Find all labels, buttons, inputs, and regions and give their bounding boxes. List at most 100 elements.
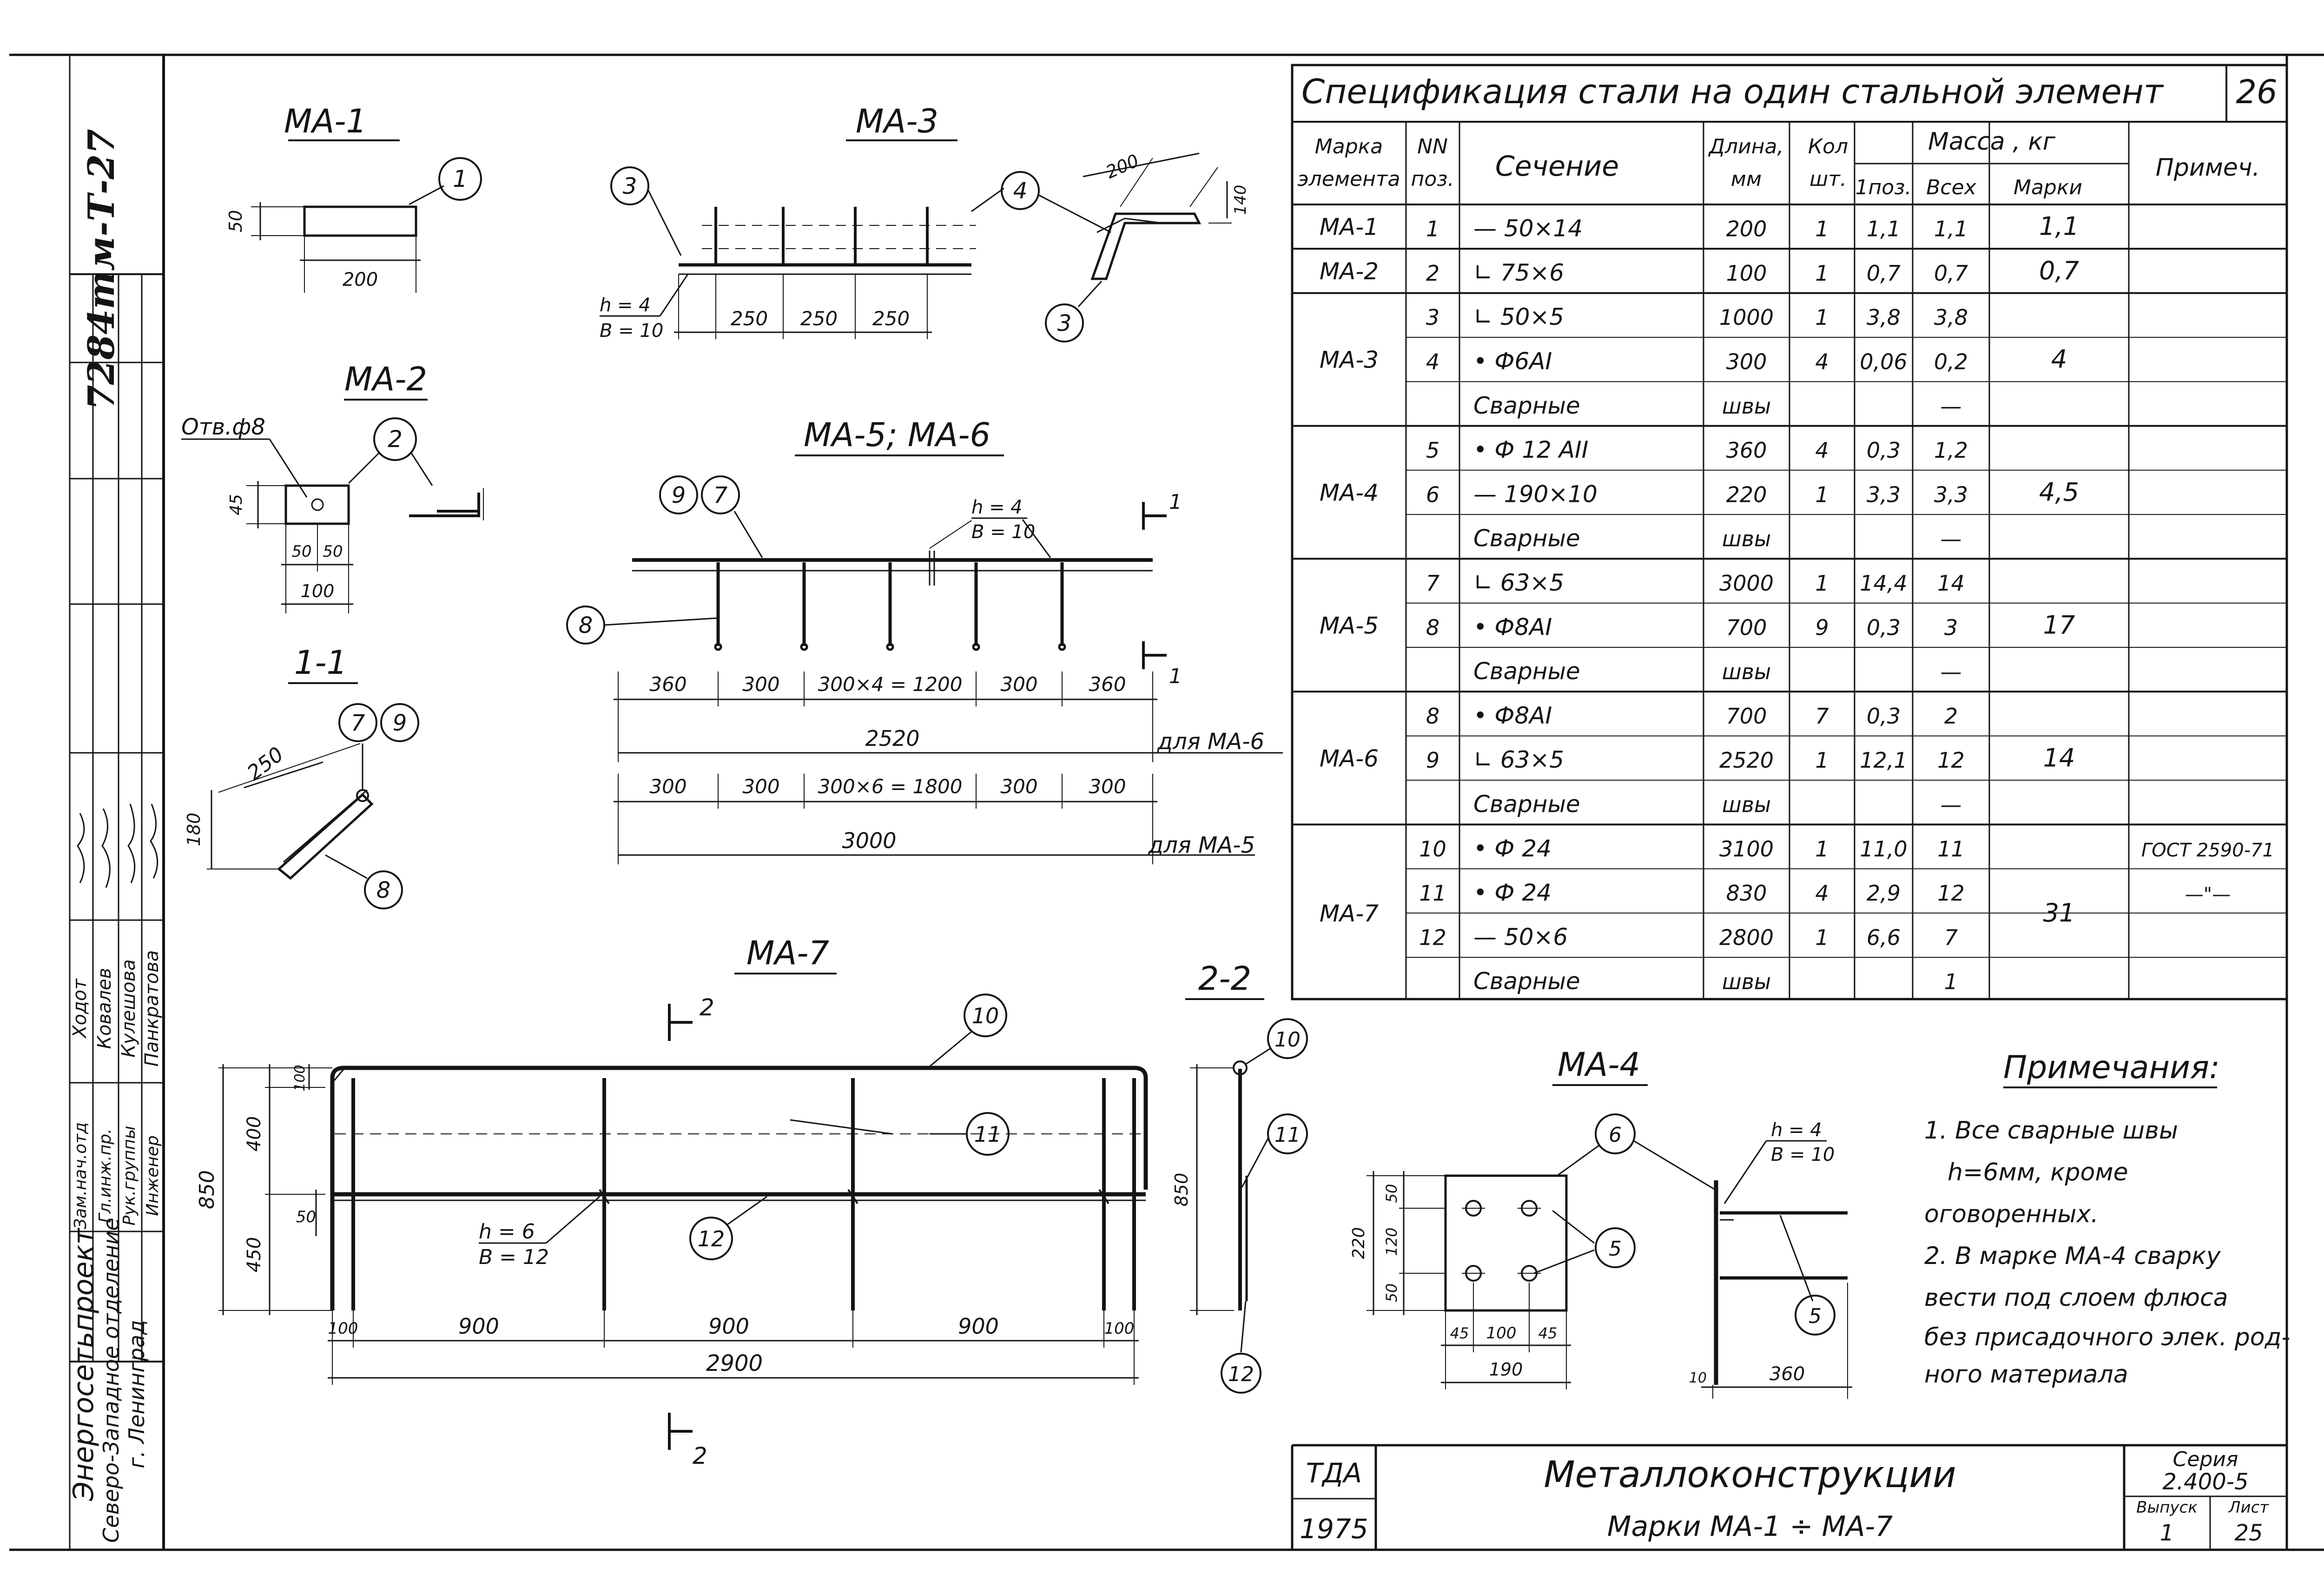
- spec-cell-pos: 8: [1426, 615, 1439, 640]
- ma4-d100: 100: [1486, 1324, 1517, 1343]
- spec-cell-one: 6,6: [1867, 925, 1901, 950]
- stamp-org: Энергосетьпроект: [67, 1227, 100, 1501]
- spec-cell-length: 220: [1726, 482, 1767, 507]
- stamp-name-3: Кулешова: [118, 959, 139, 1057]
- spec-cell-pos: 2: [1426, 261, 1439, 286]
- spec-cell-all: 0,7: [1934, 261, 1968, 286]
- ma3-d250c: 250: [872, 307, 910, 330]
- spec-cell-qty: 4: [1815, 349, 1829, 375]
- ma56-for2: для МА-5: [1148, 832, 1255, 858]
- ma56-weld-dot: [800, 643, 808, 651]
- spec-cell-section: • Ф 24: [1473, 879, 1552, 906]
- ma56-dim: 300: [1000, 673, 1037, 696]
- ma56-dim: 300: [649, 775, 687, 798]
- drawing-ma4: МА-4 220 50 120 50 45 100 45 190: [1349, 1046, 1852, 1399]
- drawing-ma3: МА-3 250 250 250 h = 4 В = 10 3 4: [600, 102, 1250, 342]
- ma2-side-view: [409, 493, 480, 517]
- spec-cell-mark-mass: 4,5: [2039, 477, 2079, 507]
- hdr-mass: Масса , кг: [1928, 128, 2056, 156]
- spec-cell-length: швы: [1722, 394, 1771, 419]
- spec-cell-qty: 1: [1815, 748, 1829, 773]
- note-line-1: 1. Все сварные швы: [1924, 1117, 2178, 1145]
- ma7-d100t: 100: [292, 1065, 308, 1091]
- hdr-section: Сечение: [1495, 150, 1619, 183]
- s11-d180: 180: [184, 813, 204, 847]
- note-line-6: без присадочного элек. род-: [1924, 1323, 2290, 1351]
- ma7-sec-top: 2: [700, 994, 714, 1021]
- spec-cell-mark: МА-2: [1320, 258, 1379, 285]
- s22-p10: 10: [1274, 1028, 1301, 1052]
- ma7-d50: 50: [296, 1208, 316, 1226]
- ma2-d100: 100: [301, 581, 335, 601]
- tb-series: 2.400-5: [2162, 1469, 2248, 1495]
- s11-angle: [277, 793, 374, 880]
- ma4-p6: 6: [1609, 1123, 1622, 1147]
- stamp-role-1: Зам.нач.отд: [71, 1122, 90, 1229]
- tb-issue: 1: [2160, 1520, 2174, 1546]
- drawing-ma7: МА-7 2 2 10 11 12 h = 6 В = 12: [195, 934, 1148, 1469]
- spec-cell-length: 700: [1726, 615, 1767, 640]
- spec-cell-one: 1,1: [1867, 217, 1901, 242]
- ma7-d450: 450: [244, 1237, 265, 1272]
- s11-p9: 9: [393, 710, 407, 736]
- hdr-pos-2: поз.: [1411, 167, 1454, 191]
- signature-4: [150, 803, 158, 879]
- spec-cell-mark: МА-7: [1320, 900, 1379, 927]
- spec-cell-length: швы: [1722, 969, 1771, 994]
- spec-cell-all: 3,8: [1934, 305, 1968, 330]
- spec-cell-qty: 4: [1815, 438, 1829, 463]
- signature-1: [77, 813, 85, 883]
- s22-p11: 11: [1274, 1123, 1301, 1147]
- spec-cell-pos: 3: [1426, 305, 1439, 330]
- ma3-weld: h = 4: [600, 295, 651, 316]
- stamp-city: г. Ленинград: [124, 1320, 149, 1468]
- spec-cell-pos: 11: [1419, 881, 1446, 906]
- ma1-dim-h: 50: [225, 210, 246, 232]
- ma3-p3a: 3: [623, 173, 637, 199]
- ma4-d360: 360: [1769, 1363, 1805, 1385]
- spec-cell-section: Сварные: [1473, 658, 1580, 685]
- spec-cell-section: • Ф6АI: [1473, 348, 1552, 375]
- spec-cell-section: Сварные: [1473, 968, 1580, 995]
- sheet-code: 7284тм-Т-27: [80, 129, 123, 410]
- ma56-dim: 360: [649, 673, 687, 696]
- tb-org: ТДА: [1306, 1457, 1362, 1489]
- s22-d850: 850: [1171, 1173, 1192, 1207]
- ma56-dim: 300: [742, 775, 779, 798]
- ma3-d250b: 250: [800, 307, 838, 330]
- ma56-dim: 360: [1089, 673, 1126, 696]
- tb-sheet: 25: [2234, 1520, 2263, 1546]
- ma56-total2: 3000: [842, 828, 896, 853]
- ma56-title: МА-5; МА-6: [804, 416, 990, 454]
- spec-cell-length: швы: [1722, 792, 1771, 817]
- hdr-mark-2: элемента: [1298, 167, 1400, 191]
- spec-cell-length: 360: [1726, 438, 1767, 463]
- spec-cell-length: 300: [1726, 349, 1767, 375]
- ma56-p7: 7: [713, 482, 728, 508]
- spec-cell-one: 0,3: [1867, 704, 1901, 729]
- ma7-title: МА-7: [746, 934, 829, 972]
- ma7-sec-bottom: 2: [693, 1442, 707, 1469]
- ma7-top-bar: [330, 1066, 1148, 1310]
- spec-cell-pos: 7: [1426, 571, 1439, 596]
- spec-cell-mark: МА-1: [1320, 214, 1379, 241]
- spec-cell-section: ∟ 63×5: [1473, 569, 1564, 596]
- ma56-dim: 300×6 = 1800: [818, 775, 963, 798]
- ma4-d50a: 50: [1383, 1184, 1400, 1203]
- notes-title: Примечания:: [2003, 1049, 2220, 1086]
- ma3-end-detail: [1090, 212, 1202, 280]
- ma3-d140: 140: [1231, 185, 1250, 215]
- s22-title: 2-2: [1198, 960, 1251, 998]
- spec-cell-length: 200: [1726, 217, 1767, 242]
- spec-cell-qty: 1: [1815, 836, 1829, 862]
- ma56-p8: 8: [579, 612, 593, 639]
- drawing-ma1: МА-1 50 200 1: [225, 102, 482, 293]
- stamp-name-4: Панкратова: [141, 950, 163, 1067]
- ma7-d900c: 900: [958, 1314, 999, 1339]
- ma7-p10: 10: [972, 1003, 999, 1028]
- spec-cell-mark: МА-3: [1320, 347, 1379, 374]
- spec-cell-qty: 7: [1815, 704, 1829, 729]
- spec-cell-section: • Ф8АI: [1473, 613, 1552, 640]
- ma3-d250a: 250: [731, 307, 768, 330]
- ma56-dim: 300: [1000, 775, 1037, 798]
